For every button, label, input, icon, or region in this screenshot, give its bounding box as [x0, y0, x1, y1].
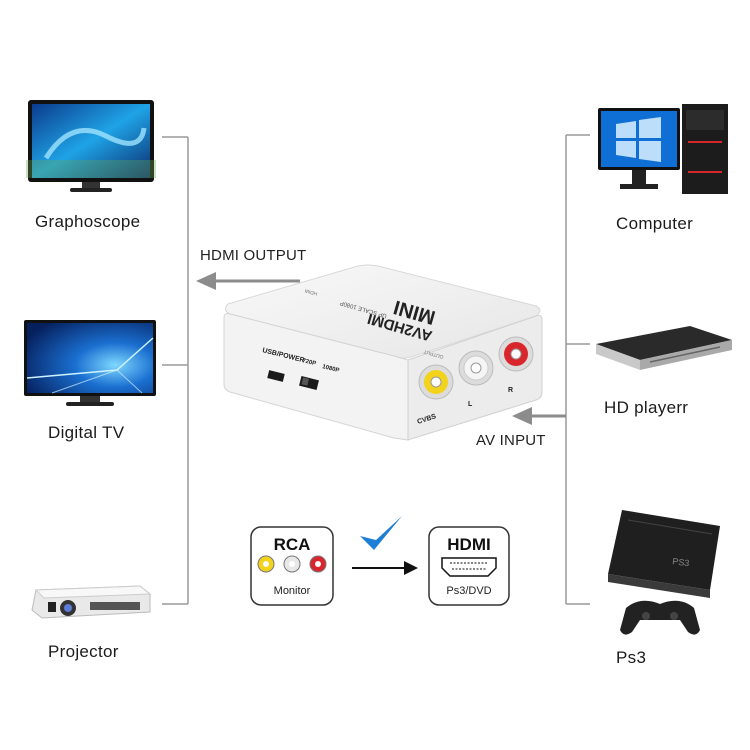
computer-image	[598, 104, 728, 194]
computer-label: Computer	[616, 214, 694, 233]
rca-jack-l	[458, 350, 494, 386]
graphoscope-image	[26, 100, 156, 192]
ps3-label: Ps3	[616, 648, 647, 667]
hdmi-ps3-box: HDMI Ps3/DVD	[428, 526, 510, 606]
port-l-label: L	[468, 401, 473, 408]
projector-label: Projector	[48, 642, 119, 661]
svg-text:PS3: PS3	[672, 556, 690, 568]
usb-port	[267, 370, 285, 382]
converter-side-text: OUTPUT	[423, 348, 444, 359]
hdmi-title: HDMI	[447, 535, 490, 554]
rca-jack-cvbs	[418, 364, 454, 400]
hd-player-image	[596, 326, 732, 370]
rca-caption: Monitor	[274, 585, 311, 597]
converter-hdmi-text: HDMI	[304, 287, 318, 296]
hdmi-port-icon	[441, 557, 497, 577]
ps3-image: PS3	[608, 510, 720, 635]
conversion-arrow-icon	[352, 561, 418, 575]
av-input-label: AV INPUT	[476, 432, 546, 449]
rca-title: RCA	[274, 535, 311, 554]
res-720-label: 720P	[302, 358, 317, 367]
converter-front-face	[223, 313, 409, 441]
hdmi-output-label: HDMI OUTPUT	[200, 247, 307, 264]
rca-jack-r	[498, 336, 534, 372]
res-1080-label: 1080P	[322, 364, 340, 374]
av-input-arrow-head	[512, 407, 532, 425]
hdmi-caption: Ps3/DVD	[446, 585, 491, 597]
port-r-label: R	[508, 387, 513, 394]
av2hdmi-converter: AV2HDMI MINI UP SCALE 1080P OUTPUT HDMI …	[223, 264, 543, 441]
graphoscope-label: Graphoscope	[35, 212, 141, 231]
digital-tv-label: Digital TV	[48, 423, 125, 442]
hd-player-label: HD playerr	[604, 398, 689, 417]
digital-tv-image	[24, 320, 156, 406]
projector-image	[31, 585, 152, 619]
check-icon	[360, 516, 402, 550]
rca-monitor-box: RCA Monitor	[250, 526, 334, 606]
hdmi-output-arrow-head	[196, 272, 216, 290]
